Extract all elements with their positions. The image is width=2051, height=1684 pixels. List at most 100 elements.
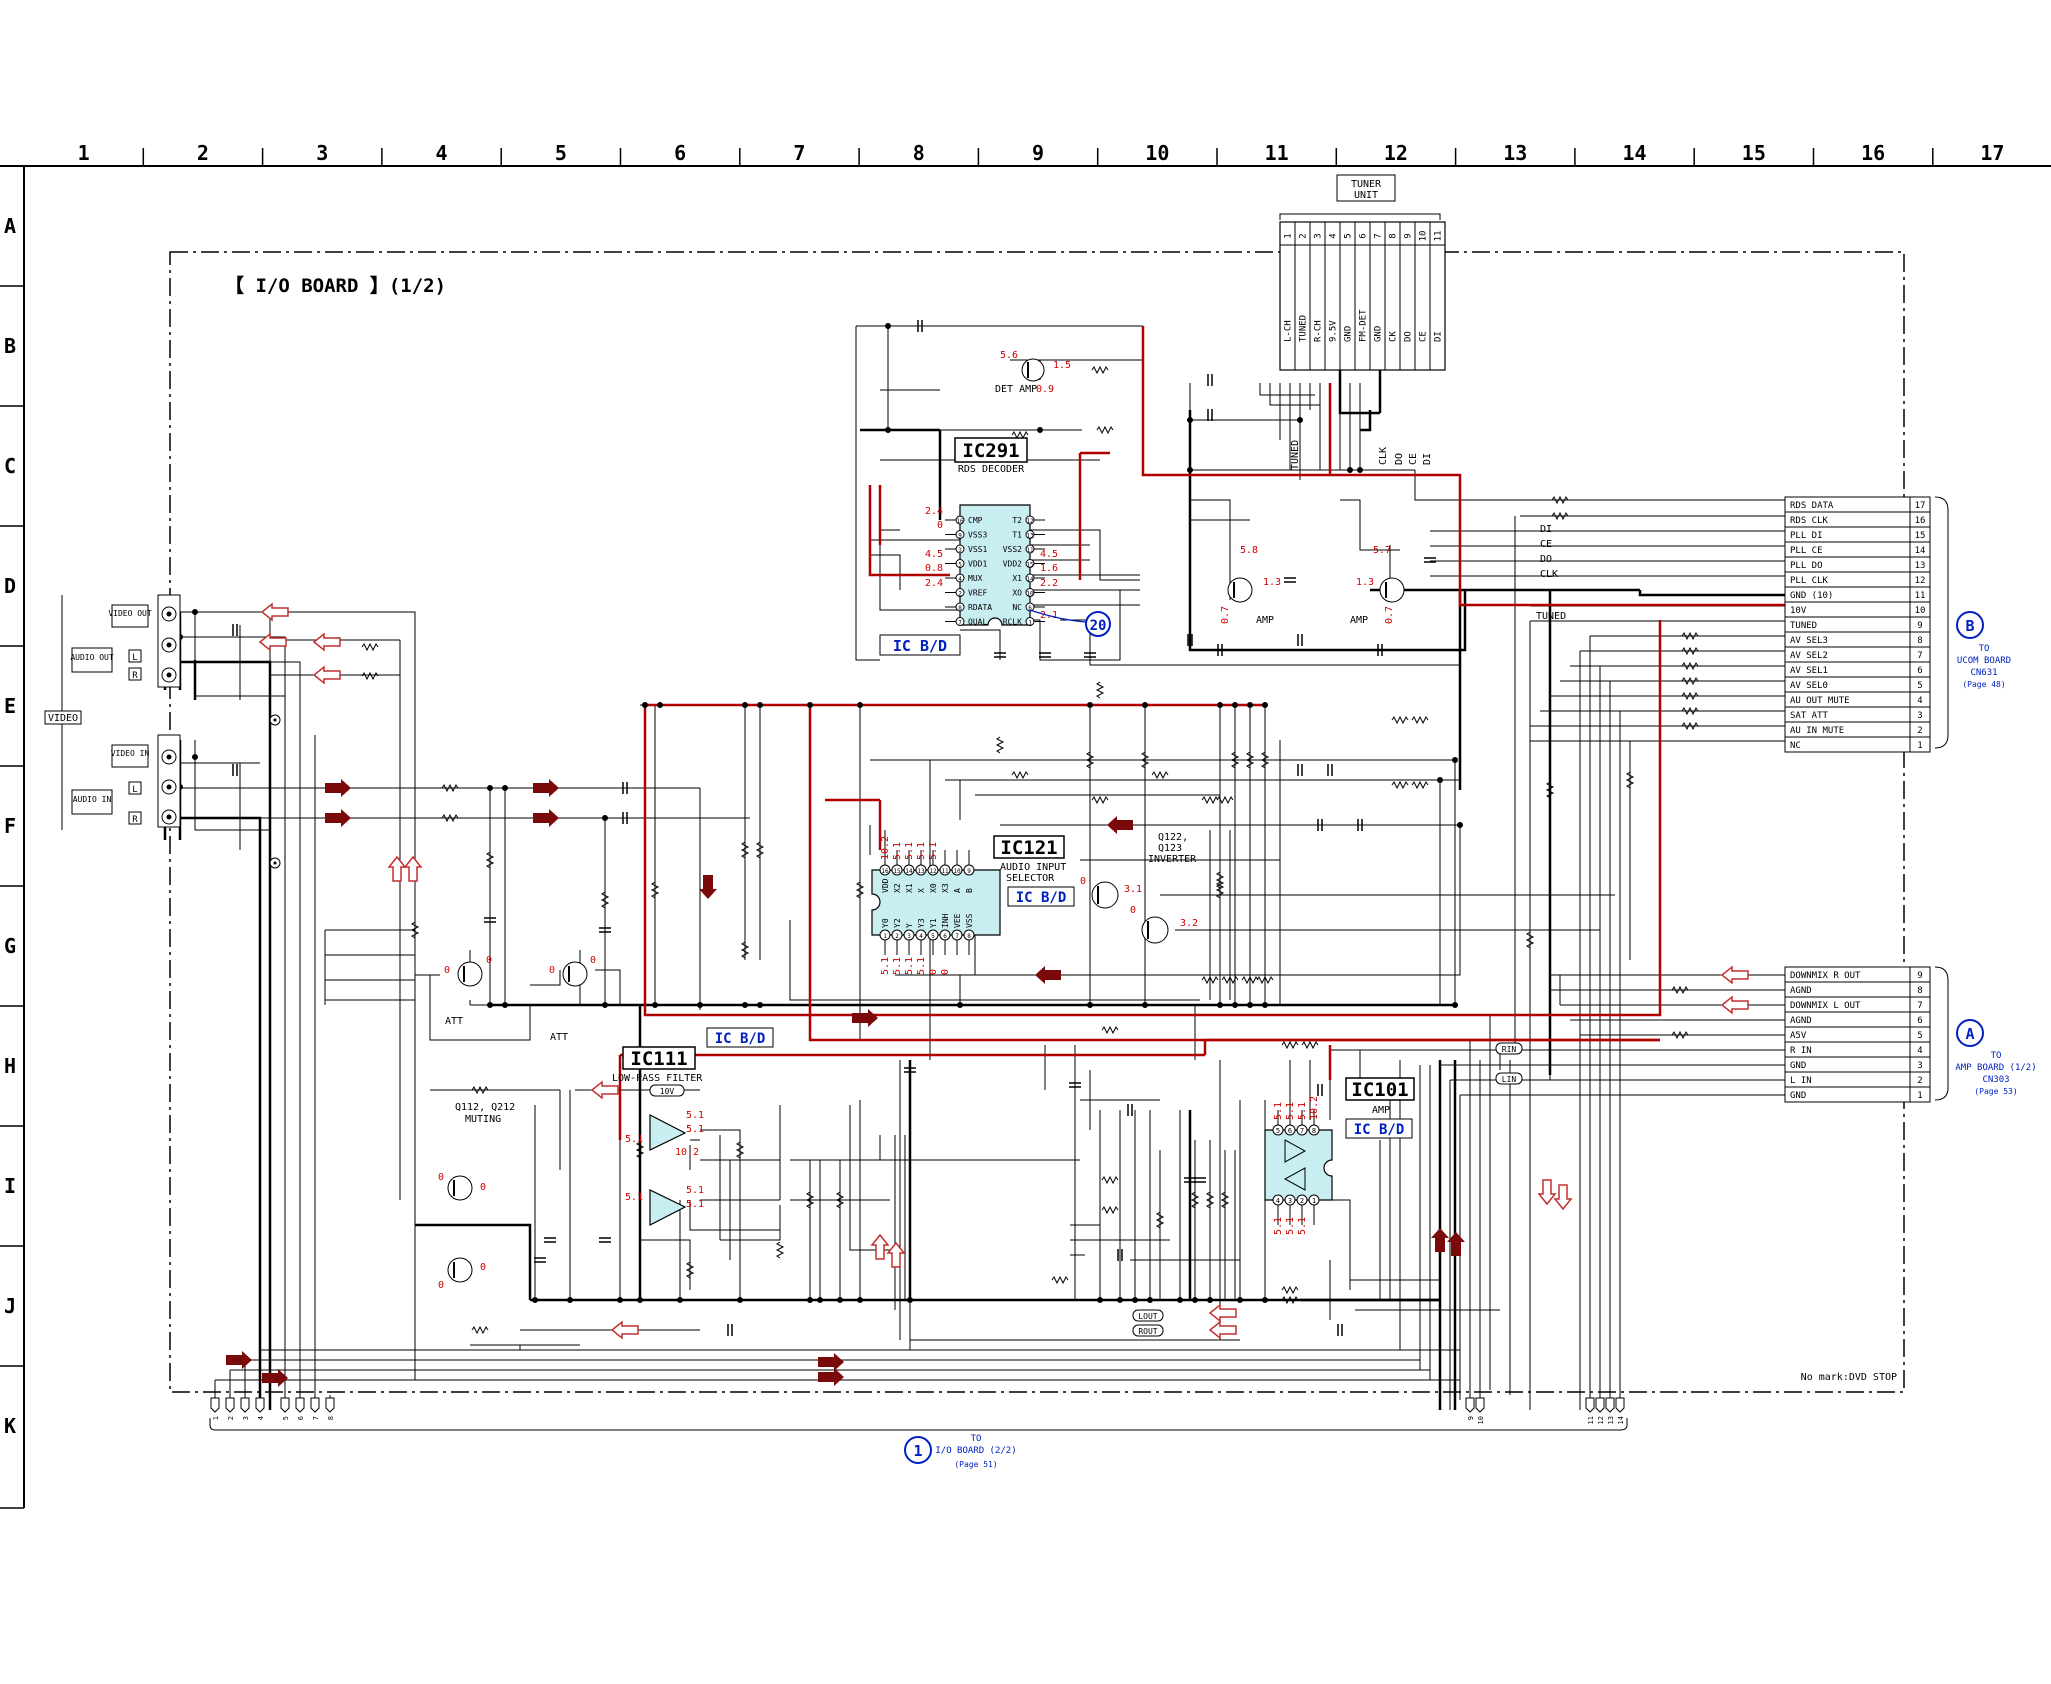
ic101-top-num-7: 7 [1300, 1127, 1304, 1135]
connector_b-pin-num: 13 [1915, 561, 1926, 571]
ic101-bottom-num-3: 3 [1288, 1197, 1292, 1205]
ic291-left-volt: 0.8 [925, 563, 943, 574]
ic121-bottom-volt: 5.1 [904, 957, 915, 975]
column-label-15: 15 [1742, 141, 1766, 165]
ic111-name: IC111 [630, 1048, 687, 1070]
det-amp-vc: 1.5 [1053, 360, 1071, 371]
callout-20-text: 20 [1090, 618, 1107, 634]
jack-audio-in-label: AUDIO IN [73, 795, 112, 804]
tuner-pin-name-6: FM-DET [1359, 309, 1369, 342]
connector_b-pin-num: 6 [1917, 666, 1922, 676]
jack-out-l: L [132, 653, 137, 663]
bottom-pin-6: 6 [297, 1416, 305, 1420]
ic111-v7: 5.1 [686, 1199, 704, 1210]
ic111-v6: 5.1 [686, 1185, 704, 1196]
ic291-right-num: 10 [1026, 591, 1034, 598]
connector_b-pin-name: TUNED [1790, 621, 1817, 631]
column-label-13: 13 [1503, 141, 1527, 165]
q122-v4: 0 [1130, 905, 1136, 916]
tuner-pin-num-2: 2 [1299, 233, 1309, 238]
ic111-badge: IC B/D [715, 1031, 766, 1047]
footnote: No mark:DVD STOP [1801, 1372, 1897, 1383]
ic121-top-num-13: 13 [917, 868, 925, 875]
ic291-left-pin: VSS1 [968, 545, 987, 554]
tuner-pin-num-4: 4 [1329, 233, 1339, 238]
ic121-bottom-volt: 5.1 [880, 957, 891, 975]
bottom-pin-7: 7 [312, 1416, 320, 1420]
connector_a-pin-num: 1 [1917, 1091, 1922, 1101]
ic111-v4: 10.2 [675, 1147, 699, 1158]
connector_a-pin-num: 9 [1917, 971, 1922, 981]
q122-v3: 3.2 [1180, 918, 1198, 929]
ic291-left-pin: RDATA [968, 603, 992, 612]
ic121-pins: 16VDD15X214X113X12X011X310A9B1Y02Y23Y4Y3… [879, 836, 975, 975]
board-outline [169, 251, 1905, 1393]
connector-b-letter: B [1965, 617, 1974, 635]
ic121-top-num-15: 15 [893, 868, 901, 875]
row-label-D: D [4, 574, 16, 598]
bottom-pin-1: 1 [212, 1416, 220, 1420]
tuner-pin-name-1: L-CH [1284, 320, 1294, 342]
ic101-top-volt: 5.1 [1273, 1102, 1284, 1120]
ic291-right-num: 15 [1026, 562, 1034, 569]
connector_b-pin-num: 12 [1915, 576, 1926, 586]
bottom-ref-board: I/O BOARD (2/2) [935, 1446, 1016, 1456]
ic291-left-pin: MUX [968, 574, 983, 583]
tuner-pin-name-4: 9.5V [1329, 320, 1339, 342]
connector_a-pin-num: 4 [1917, 1046, 1922, 1056]
ic101-top-volt: 5.1 [1297, 1102, 1308, 1120]
ic291-left-volt: 2.4 [925, 578, 943, 589]
ic121-bottom-name: Y [905, 923, 914, 928]
att-v4: 0 [590, 955, 596, 966]
q112-v2: 0 [480, 1182, 486, 1193]
connector_b-pin-name: 10V [1790, 606, 1807, 616]
connector-b-badge [1956, 611, 1984, 639]
mid-signal-labels: DI CE DO CLK TUNED TUNED CLK DO CE DI [1290, 440, 1566, 622]
connector_b-pin-name: SAT ATT [1790, 711, 1829, 721]
column-label-4: 4 [436, 141, 448, 165]
column-label-7: 7 [793, 141, 805, 165]
jack-audio-out-label: AUDIO OUT [70, 653, 114, 662]
ic291-body [959, 504, 1031, 626]
tuner-pin-num-7: 7 [1374, 233, 1384, 238]
q122-v1: 3.1 [1124, 884, 1142, 895]
bottom-ref: 1 TO I/O BOARD (2/2) (Page 51) [904, 1434, 1017, 1469]
tuner-pin-name-3: R-CH [1314, 320, 1324, 342]
amp-right-label: AMP [1350, 615, 1368, 626]
jack-video-out-label: VIDEO OUT [108, 609, 152, 618]
column-label-8: 8 [913, 141, 925, 165]
tuner-unit-title-2: UNIT [1354, 190, 1378, 201]
bus-lin: LIN [1502, 1075, 1517, 1084]
bottom-ref-page: (Page 51) [954, 1460, 997, 1469]
connector_a-pin-name: DOWNMIX R OUT [1790, 971, 1861, 981]
ic291-right-pin: NC [1012, 603, 1022, 612]
tuner-pin-num-11: 11 [1434, 231, 1444, 242]
ic121-top-volt: 5.1 [916, 842, 927, 860]
connector_a-pin-name: A5V [1790, 1031, 1807, 1041]
connector_b-pin-num: 17 [1915, 501, 1926, 511]
ic291-left-pin: QUAL [968, 618, 987, 627]
tuner-pin-name-11: DI [1434, 331, 1444, 342]
row-label-A: A [4, 214, 16, 238]
connector-a-page: (Page 53) [1974, 1087, 2017, 1096]
ic121-bottom-name: Y1 [929, 918, 938, 928]
jack-in-l: L [132, 785, 137, 795]
ic121-top-name: X1 [905, 883, 914, 893]
bottom-ref-num: 1 [913, 1442, 922, 1460]
connector-b-board: UCOM BOARD [1957, 656, 2011, 666]
bus-lout: LOUT [1138, 1312, 1157, 1321]
ic121-name: IC121 [1000, 837, 1057, 859]
det-amp: DET AMP 5.6 1.5 0.9 [995, 350, 1071, 395]
ic121-bottom-num-5: 5 [931, 933, 935, 940]
ic121-bottom-name: Y3 [917, 918, 926, 928]
q122-v2: 0 [1080, 876, 1086, 887]
ic101-bottom-volt: 5.1 [1285, 1217, 1296, 1235]
ic291-left-num: 5 [958, 562, 962, 569]
att-label-1: ATT [445, 1016, 463, 1027]
bottom-pin-2: 2 [227, 1416, 235, 1420]
label-di: DI [1540, 524, 1552, 535]
callout-20 [1085, 611, 1111, 637]
ic291-right-pin: T1 [1012, 531, 1022, 540]
connector_b-pin-num: 14 [1915, 546, 1926, 556]
